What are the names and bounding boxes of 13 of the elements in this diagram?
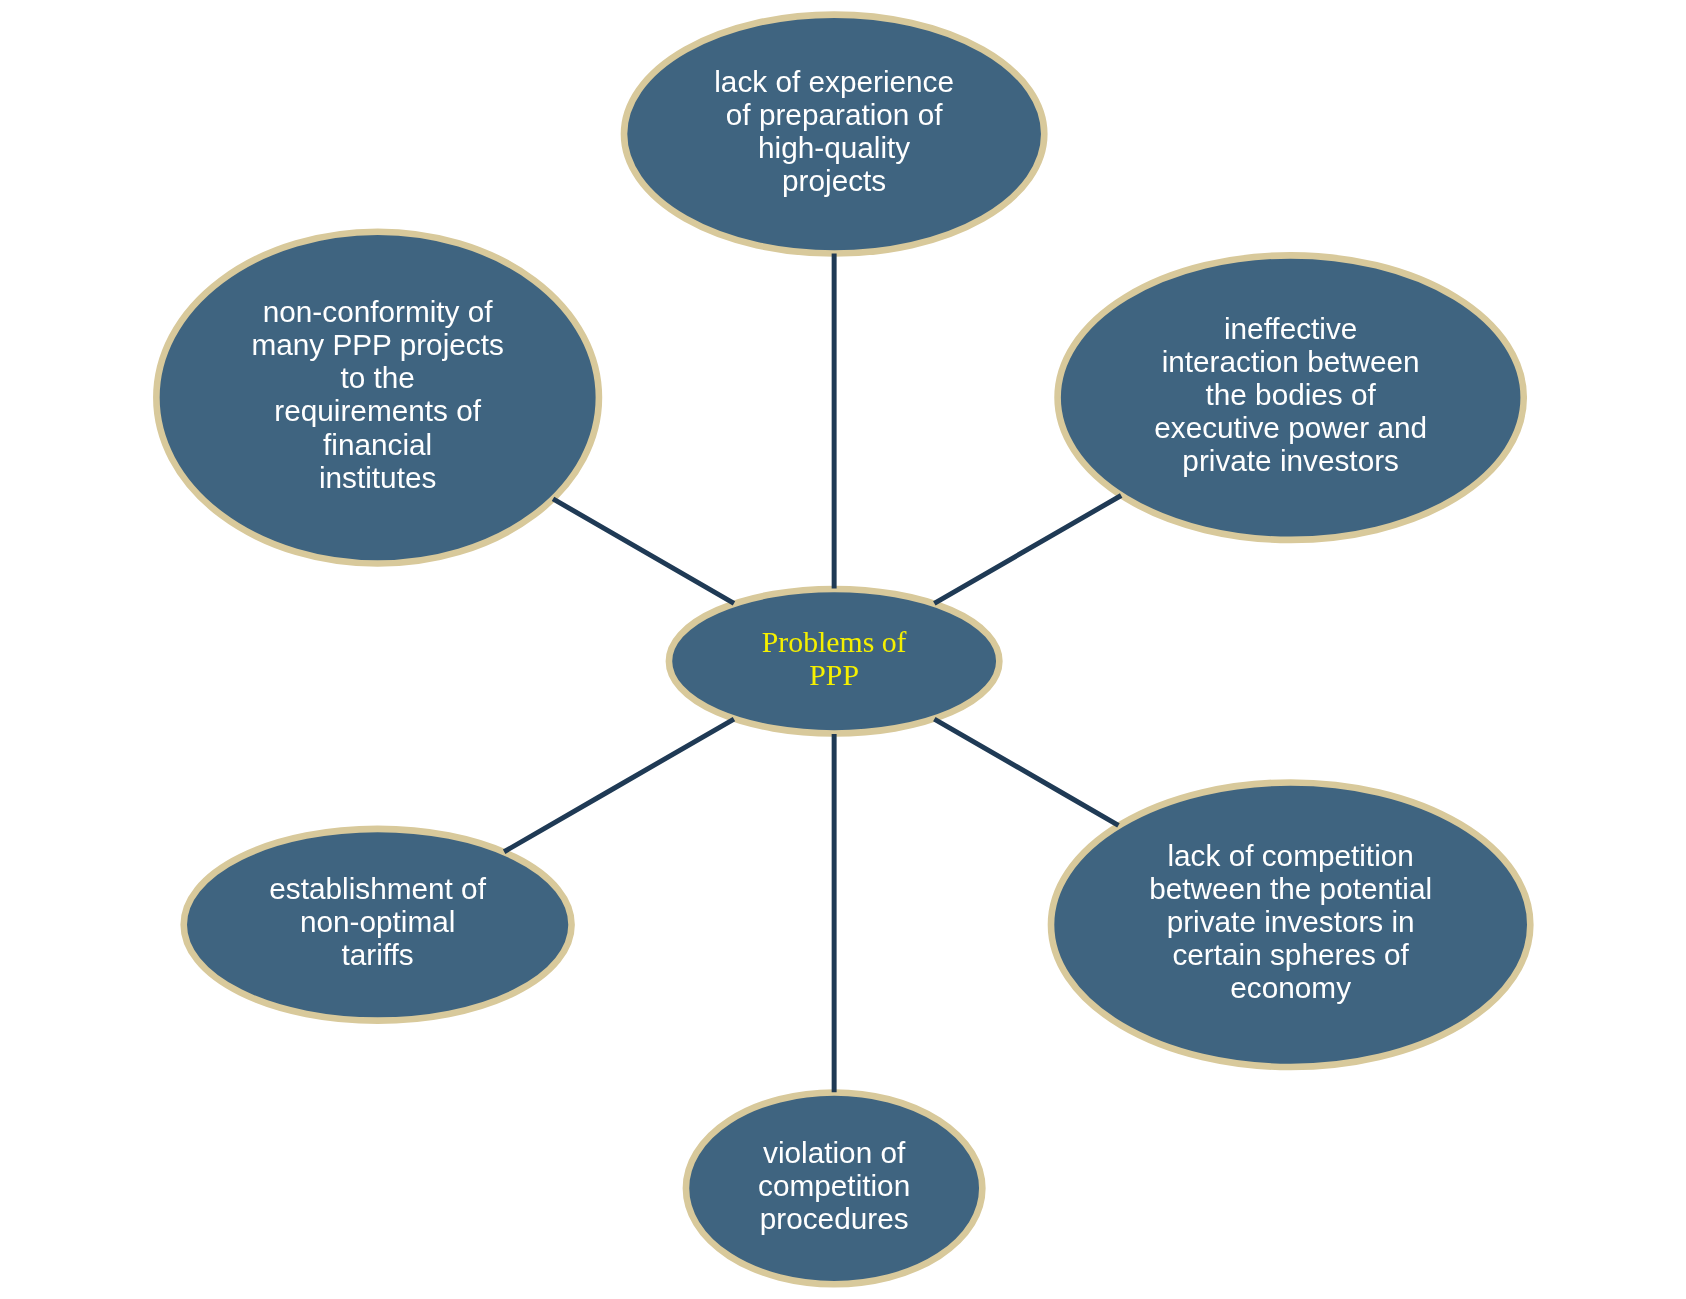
connector <box>831 733 837 1093</box>
node-ellipse: ineffective interaction between the bodies of executive power and private investors <box>1053 252 1527 544</box>
node-ellipse: violation of competition procedures <box>682 1089 986 1288</box>
connector <box>502 716 735 854</box>
node-ellipse: lack of competition between the potential private investors in certain spheres of economy <box>1047 779 1534 1071</box>
node-ellipse: Problems of PPP <box>665 585 1003 737</box>
connector <box>932 493 1122 606</box>
connector <box>551 496 735 606</box>
connector <box>831 253 837 589</box>
connector <box>932 716 1120 828</box>
node-ellipse: establishment of non-optimal tariffs <box>179 825 575 1024</box>
node-ellipse: lack of experience of preparation of high-quality projects <box>620 11 1048 257</box>
node-ellipse: non-conformity of many PPP projects to the requirements of financial institutes <box>152 228 602 567</box>
